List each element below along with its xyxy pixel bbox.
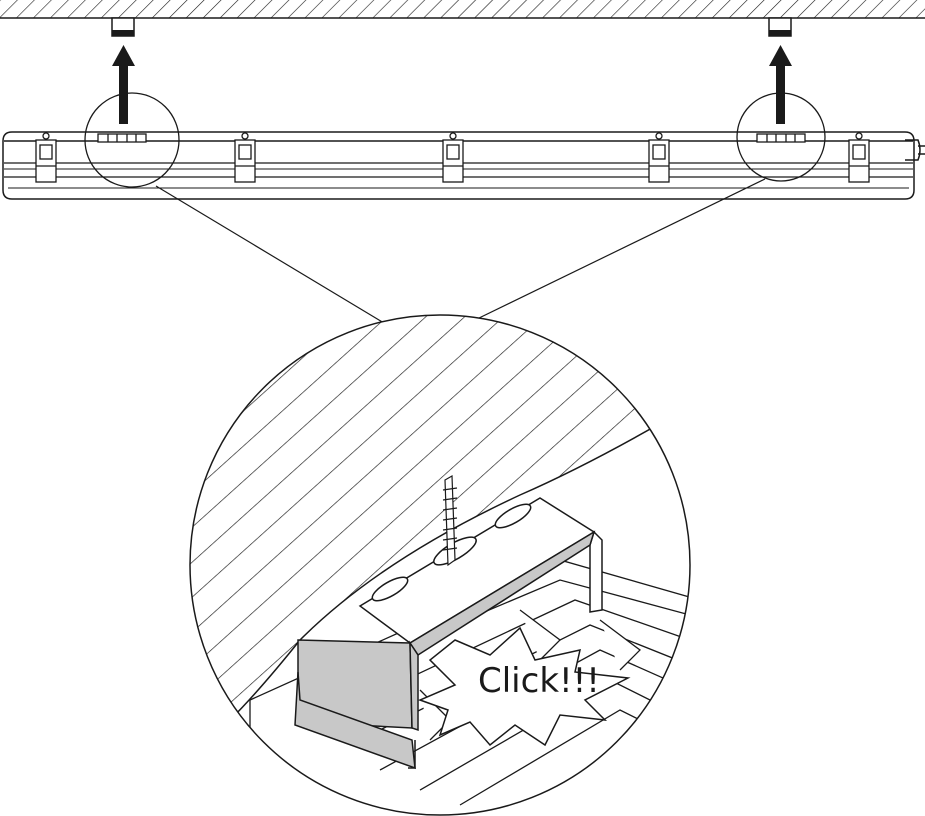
latch-5 (848, 132, 870, 183)
magnifier-circle-left (84, 92, 180, 188)
leader-line-right (476, 178, 766, 320)
latch-2 (234, 132, 256, 183)
hatched-ceiling (0, 0, 925, 19)
luminaire-clip-slot-right (756, 133, 806, 143)
screw-icon (442, 474, 458, 567)
latch-1 (35, 132, 57, 183)
latch-3 (442, 132, 464, 183)
click-label: Click!!! (478, 661, 600, 701)
leader-line-left (155, 185, 385, 324)
magnified-circle-detail: Click!!! (189, 314, 691, 816)
latch-4 (648, 132, 670, 183)
luminaire-clip-slot-left (97, 133, 147, 143)
ceiling-clip-left (111, 17, 135, 37)
up-arrow-left (112, 45, 135, 124)
up-arrow-right (769, 45, 792, 124)
ceiling-clip-right (768, 17, 792, 37)
magnifier-circle-right (736, 92, 826, 182)
click-starburst: Click!!! (417, 626, 631, 747)
